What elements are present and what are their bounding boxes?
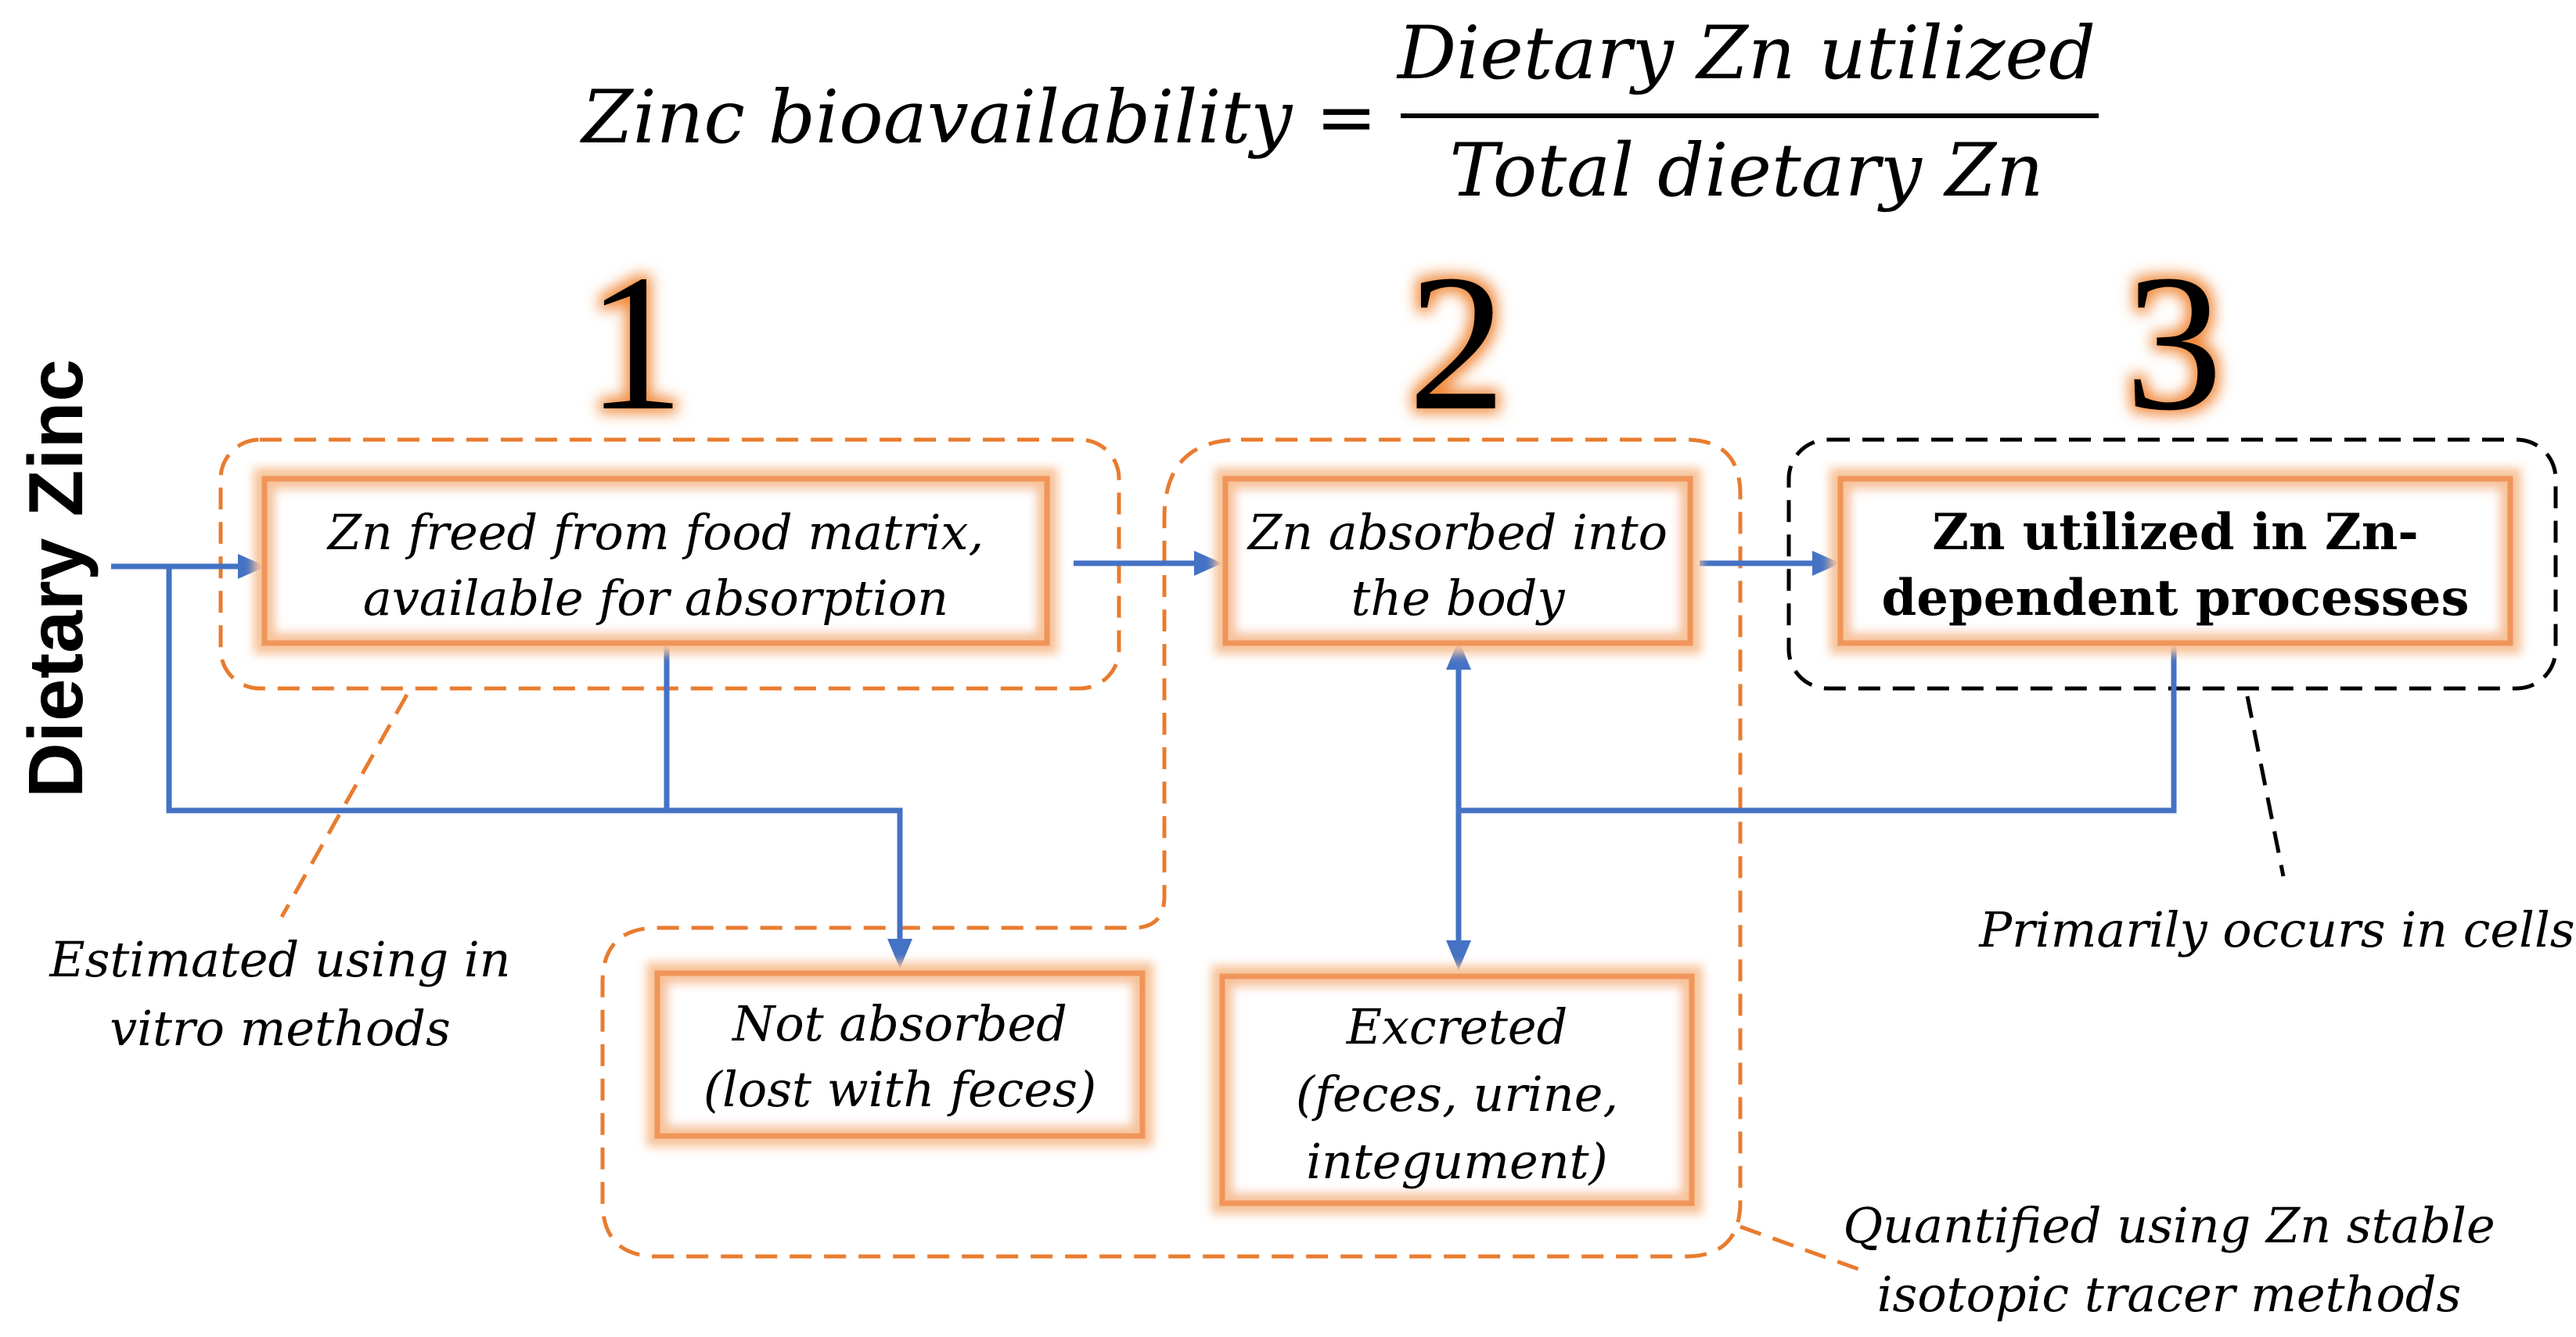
box-zn-freed: Zn freed from food matrix, available for… [254,468,1058,654]
note-in-vitro-line-1: Estimated using in [49,931,510,988]
note-in-vitro: Estimated using in vitro methods [49,931,510,1057]
box-excreted-line-3: integument) [1306,1133,1608,1190]
note-tracer: Quantified using Zn stable isotopic trac… [1843,1197,2495,1323]
flow-connectors [111,551,2177,970]
note-in-vitro-line-2: vitro methods [110,1000,451,1057]
arrowhead-icon [1812,551,1840,576]
arrowhead-icon [238,554,266,579]
box-not-absorbed-line-2: (lost with feces) [703,1061,1096,1118]
formula-lhs: Zinc bioavailability = [579,75,1377,160]
note-cells-line-1: Primarily occurs in cells [1978,901,2574,958]
box-zn-utilized: Zn utilized in Zn- dependent processes [1829,468,2521,654]
formula-denominator: Total dietary Zn [1449,128,2043,214]
note-tracer-line-1: Quantified using Zn stable [1843,1197,2495,1254]
box-not-absorbed: Not absorbed (lost with feces) [646,962,1153,1147]
step-number-1: 1 [587,235,685,451]
arrowhead-icon [1194,551,1222,576]
step-2-dashed-group [600,437,1743,1259]
box-zn-freed-line-2: available for absorption [363,570,948,627]
box-not-absorbed-line-1: Not absorbed [731,995,1067,1052]
arrowhead-icon [1446,640,1471,670]
arrowhead-icon [1446,940,1471,970]
box-excreted: Excreted (feces, urine, integument) [1211,965,1703,1214]
box-zn-utilized-line-2: dependent processes [1882,569,2470,627]
not-absorbed-path [166,566,903,939]
in-vitro-leader-line [279,693,409,918]
box-zn-absorbed: Zn absorbed into the body [1214,468,1701,654]
step-number-3: 3 [2125,235,2223,451]
formula-numerator: Dietary Zn utilized [1396,11,2096,96]
bioavailability-formula: Zinc bioavailability = Dietary Zn utiliz… [579,11,2099,214]
utilized-to-excreted-path [1459,646,2177,814]
box-zn-freed-line-1: Zn freed from food matrix, [326,504,984,561]
box-excreted-line-1: Excreted [1346,998,1568,1055]
cells-leader-line [2245,695,2286,877]
note-tracer-line-2: isotopic tracer methods [1877,1266,2462,1323]
box-zn-absorbed-line-1: Zn absorbed into [1247,504,1668,561]
step-number-2: 2 [1409,235,1506,451]
note-cells: Primarily occurs in cells [1978,901,2574,958]
box-excreted-line-2: (feces, urine, [1296,1066,1618,1123]
box-zn-absorbed-line-2: the body [1351,570,1566,627]
dietary-zinc-label: Dietary Zinc [13,359,99,798]
tracer-leader-line [1740,1224,1863,1273]
box-zn-utilized-line-1: Zn utilized in Zn- [1932,503,2419,562]
arrowhead-icon [887,939,912,969]
